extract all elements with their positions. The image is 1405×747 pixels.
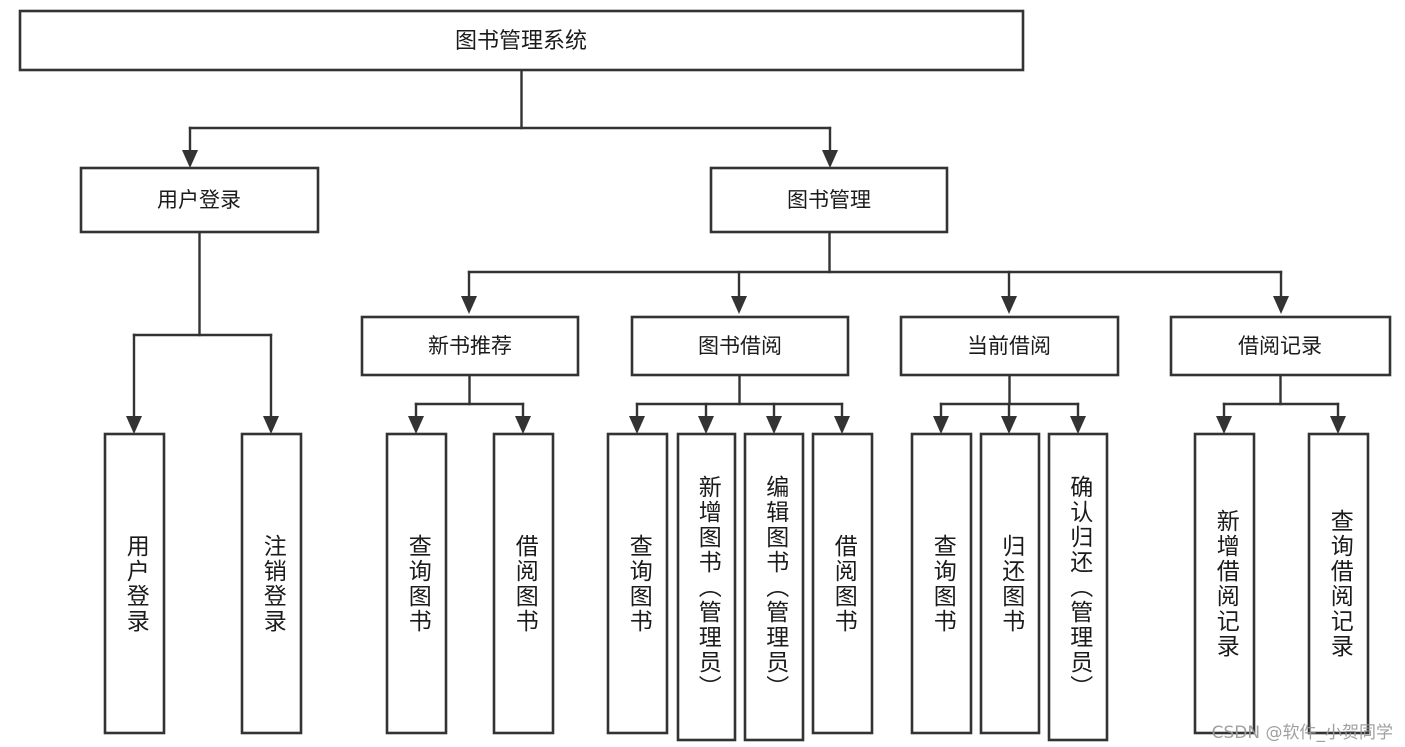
node-box-leaf-rec-add[interactable] [1193, 432, 1256, 735]
node-box-leaf-borrow-query[interactable] [606, 432, 669, 735]
node-box-current-borrow[interactable] [899, 315, 1120, 377]
connector-group-new-book-rec [408, 373, 531, 434]
connector-group-current-borrow [933, 373, 1086, 434]
arrow-head-icon [263, 416, 279, 434]
node-box-leaf-borrow-do[interactable] [811, 432, 874, 735]
node-label-user-login: 用户登录 [157, 188, 241, 212]
node-box-leaf-cur-confirm[interactable] [1047, 432, 1109, 742]
connector-group-borrow-record [1216, 373, 1346, 434]
node-label-new-book-rec: 新书推荐 [428, 334, 512, 358]
node-box-leaf-user-logout[interactable] [240, 432, 303, 735]
connector-group-book-manage [461, 230, 1289, 314]
arrow-head-icon [698, 416, 714, 434]
node-label-book-manage: 图书管理 [787, 188, 871, 212]
arrow-head-icon [766, 416, 782, 434]
arrow-head-icon [1001, 416, 1017, 434]
arrow-head-icon [1330, 416, 1346, 434]
node-box-root[interactable] [18, 9, 1025, 72]
arrow-head-icon [1216, 416, 1232, 434]
arrow-head-icon [834, 416, 850, 434]
node-box-leaf-user-login[interactable] [103, 432, 166, 735]
node-box-leaf-cur-return[interactable] [979, 432, 1041, 735]
node-label-root: 图书管理系统 [455, 29, 587, 54]
node-box-leaf-borrow-add[interactable] [676, 432, 737, 742]
node-box-leaf-borrow-edit[interactable] [743, 432, 805, 742]
arrow-head-icon [1273, 296, 1289, 314]
connector-group-book-borrow [629, 373, 850, 434]
node-box-leaf-rec-search[interactable] [1307, 432, 1370, 735]
arrow-head-icon [408, 416, 424, 434]
node-box-borrow-record[interactable] [1169, 315, 1392, 377]
node-label-borrow-record: 借阅记录 [1238, 334, 1322, 358]
watermark-text: CSDN @软件_小贺同学 [1211, 723, 1393, 743]
node-box-user-login[interactable] [79, 166, 320, 234]
arrow-head-icon [629, 416, 645, 434]
arrow-head-icon [182, 150, 198, 168]
arrow-head-icon [933, 416, 949, 434]
arrow-head-icon [1001, 296, 1017, 314]
arrow-head-icon [822, 150, 838, 168]
arrow-head-icon [515, 416, 531, 434]
arrow-head-icon [1070, 416, 1086, 434]
connector-group-user-login [126, 230, 279, 434]
node-box-book-manage[interactable] [709, 166, 949, 234]
node-label-book-borrow: 图书借阅 [698, 334, 782, 358]
node-box-leaf-cur-query[interactable] [910, 432, 973, 735]
arrow-head-icon [126, 416, 142, 434]
node-label-current-borrow: 当前借阅 [967, 334, 1051, 358]
node-box-leaf-rec-borrow[interactable] [492, 432, 555, 735]
node-box-new-book-rec[interactable] [360, 315, 580, 377]
connector-group-root [182, 68, 838, 168]
node-box-book-borrow[interactable] [630, 315, 850, 377]
arrow-head-icon [461, 296, 477, 314]
node-box-leaf-rec-query[interactable] [385, 432, 448, 735]
arrow-head-icon [731, 296, 747, 314]
